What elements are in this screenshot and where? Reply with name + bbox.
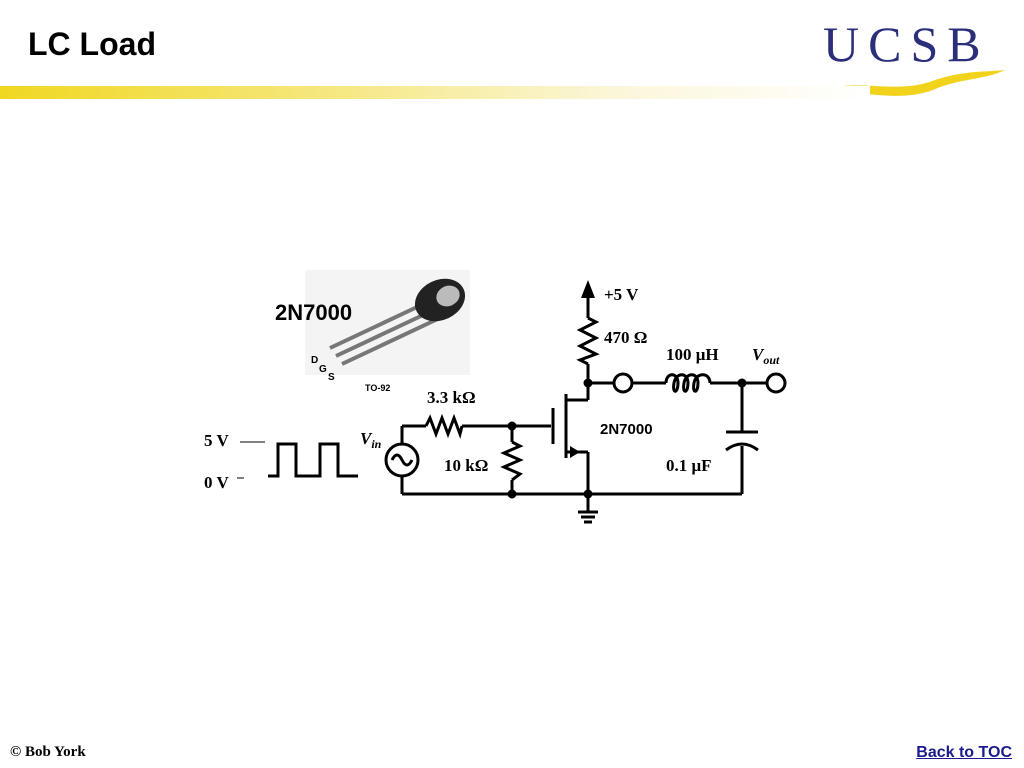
pin-label-s: S — [328, 372, 335, 383]
drain-terminal-icon — [612, 372, 634, 394]
ground-icon — [578, 510, 598, 524]
capacitor-icon — [725, 430, 759, 452]
inductor-icon — [664, 373, 712, 393]
supply-arrow-icon — [581, 280, 595, 298]
junction-dots — [507, 378, 747, 499]
title-underline-bar — [0, 86, 870, 99]
inductor-label: 100 μH — [666, 345, 719, 364]
gate-resistor-label: 3.3 kΩ — [427, 388, 476, 407]
ac-source-icon — [384, 442, 420, 478]
package-part-number: 2N7000 — [275, 300, 352, 325]
slide-title: LC Load — [28, 26, 156, 62]
pin-label-d: D — [311, 355, 318, 366]
lc-load-circuit-diagram: 2N7000 D G S TO-92 5 V 0 V +5 V 470 Ω — [204, 270, 787, 524]
vout-label: Vout — [752, 345, 780, 367]
wave-high-label: 5 V — [204, 431, 229, 450]
drain-resistor-icon — [576, 316, 600, 366]
circuit-wires — [400, 298, 768, 512]
pulldown-resistor-icon — [500, 440, 524, 482]
capacitor-label: 0.1 μF — [666, 456, 712, 475]
square-wave-input-icon — [268, 442, 358, 478]
vout-terminal-icon — [765, 372, 787, 394]
package-type-label: TO-92 — [365, 383, 390, 393]
vin-label: Vin — [360, 429, 382, 451]
back-to-toc-link[interactable]: Back to TOC — [916, 744, 1012, 761]
to92-package-illustration — [305, 270, 470, 375]
copyright-text: © Bob York — [10, 744, 86, 760]
wave-low-label: 0 V — [204, 473, 229, 492]
mosfet-arrow-icon — [570, 446, 580, 458]
supply-label: +5 V — [604, 285, 639, 304]
logo-text: UCSB — [823, 16, 990, 72]
drain-resistor-label: 470 Ω — [604, 328, 647, 347]
gate-resistor-icon — [424, 413, 464, 440]
pulldown-resistor-label: 10 kΩ — [444, 456, 488, 475]
transistor-label: 2N7000 — [600, 421, 653, 438]
pin-label-g: G — [319, 364, 327, 375]
mosfet-icon — [551, 394, 568, 458]
